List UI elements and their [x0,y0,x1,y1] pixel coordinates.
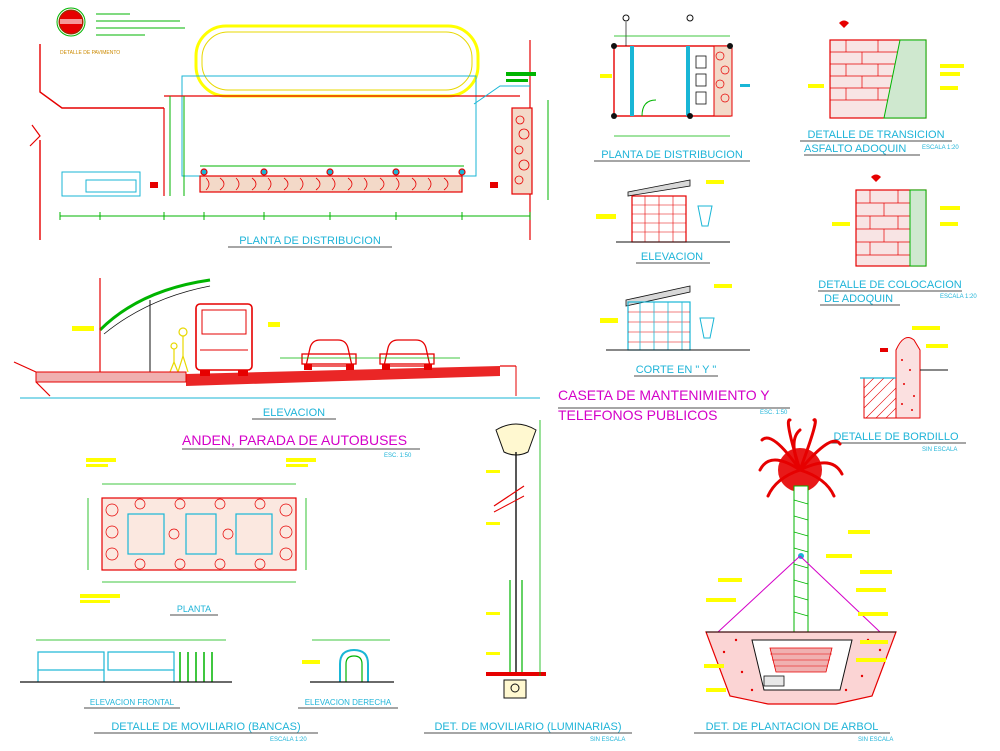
title-bordillo: DETALLE DE BORDILLO [833,431,959,443]
colocacion-detail-drawing [832,174,960,267]
scale-bordillo: SIN ESCALA [922,447,957,453]
logo-stamp [56,7,86,37]
caseta-section-drawing [600,284,750,351]
stamp-notes [96,13,185,36]
scale-anden: ESC. 1:50 [384,453,412,459]
title-mobiliario-luminarias: DET. DE MOVILIARIO (LUMINARIAS) [434,721,621,733]
luminaire-detail-drawing [486,420,546,699]
title-caseta-line2: TELEFONOS PUBLICOS [558,407,717,423]
title-elevacion-frontal: ELEVACION FRONTAL [90,698,175,707]
caseta-plan-drawing [600,14,750,137]
title-colocacion-line2: DE ADOQUIN [824,293,893,305]
tree-planting-drawing [704,418,897,705]
title-colocacion-line1: DETALLE DE COLOCACION [818,279,961,291]
bench-plan-drawing [80,458,316,603]
title-elevacion-caseta: ELEVACION [641,251,703,263]
title-planta-distribucion-caseta: PLANTA DE DISTRIBUCION [601,149,743,161]
title-elevacion-main: ELEVACION [263,407,325,419]
title-transicion-line1: DETALLE DE TRANSICION [807,129,944,141]
title-planta-distribucion-main: PLANTA DE DISTRIBUCION [239,235,381,247]
scale-colocacion: ESCALA 1:20 [940,294,977,300]
title-plantacion-arbol: DET. DE PLANTACION DE ARBOL [706,721,879,733]
title-corte-y: CORTE EN " Y " [636,364,717,376]
caseta-elevation-drawing [596,179,730,243]
main-plan-drawing [29,24,549,240]
title-planta-bancas: PLANTA [177,604,211,614]
bordillo-detail-drawing [860,326,948,419]
bench-front-elevation-drawing [20,639,232,683]
main-elevation-drawing [13,278,540,399]
title-mobiliario-bancas: DETALLE DE MOVILIARIO (BANCAS) [111,721,300,733]
scale-transicion: ESCALA 1:20 [922,145,959,151]
scale-plantacion: SIN ESCALA [858,737,893,743]
title-anden-parada: ANDEN, PARADA DE AUTOBUSES [182,432,407,448]
bench-right-elevation-drawing [302,639,394,683]
title-elevacion-derecha: ELEVACION DERECHA [305,698,392,707]
title-transicion-line2: ASFALTO ADOQUIN [804,143,906,155]
scale-mobiliario-luminarias: SIN ESCALA [590,737,625,743]
transicion-detail-drawing [808,20,964,119]
title-caseta-line1: CASETA DE MANTENIMIENTO Y [558,387,770,403]
stamp-note: DETALLE DE PAVIMENTO [60,50,120,56]
scale-caseta: ESC. 1:50 [760,410,788,416]
scale-mobiliario-bancas: ESCALA 1:20 [270,737,307,743]
